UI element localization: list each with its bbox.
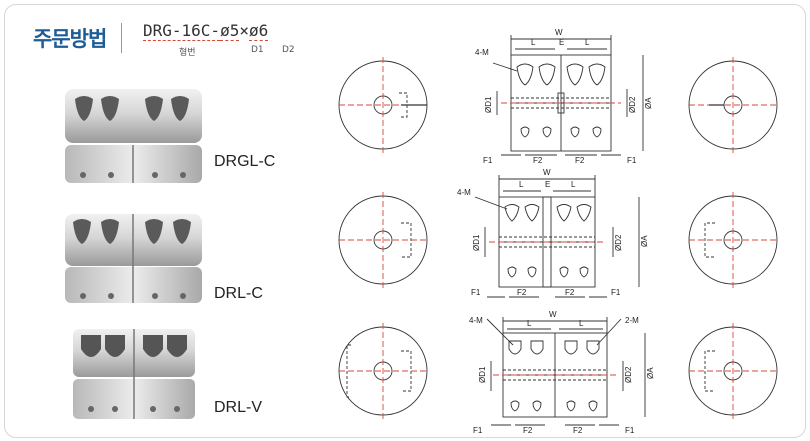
dim-f1-1b: F1 [627,156,637,165]
d2-value: ø6 [248,21,269,41]
dim-d2-3: ØD2 [624,366,633,383]
dim-a-3: ØA [646,367,655,379]
dim-f2-1b: F2 [575,156,585,165]
dim-d1-1: ØD1 [484,96,493,113]
drl-v-photo [73,329,195,419]
dim-m-3a: 4-M [469,316,483,325]
sub-label-d2: D2 [282,45,295,55]
end-view-left-3 [338,323,428,419]
dim-f1-3b: F1 [625,426,635,435]
dim-m-3b: 2-M [625,316,639,325]
drl-c-photo [65,214,202,303]
dim-f2-3a: F2 [523,426,533,435]
front-view-3 [486,317,646,426]
times-sign: × [239,21,249,40]
technical-drawings: W L E L 4-M F1 F2 F2 F1 ØD1 ØD2 ØA W L E… [338,28,778,435]
dim-a-2: ØA [640,235,649,247]
dim-f1-2b: F1 [611,288,621,297]
dim-l-1b: L [585,38,590,47]
end-view-left-2 [338,192,428,288]
order-method-panel: 주문방법 DRG-16C-ø5×ø6 형번 D1 D2 DRGL-C [4,4,806,438]
end-view-right-3 [688,323,778,419]
drgl-c-photo [65,89,202,183]
product-name-drgl-c: DRGL-C [214,153,276,170]
dim-d2-1: ØD2 [628,96,637,113]
product-name-drl-c: DRL-C [214,285,263,302]
dim-m-1: 4-M [475,48,489,57]
dim-f2-1a: F2 [533,156,543,165]
dim-e-2: E [545,180,550,189]
end-view-left-1 [338,57,428,153]
dim-f1-2a: F1 [471,288,481,297]
dim-d2-2: ØD2 [614,234,623,251]
front-view-1 [492,35,644,156]
front-view-2 [474,175,640,298]
dim-l-2b: L [571,180,576,189]
title-divider [121,23,122,53]
sub-label-d1: D1 [251,45,264,55]
end-view-right-2 [688,192,778,288]
dim-m-2: 4-M [457,188,471,197]
dim-w-3: W [549,310,557,319]
order-code: DRG-16C-ø5×ø6 [143,21,269,41]
end-view-right-1 [688,57,778,153]
product-name-drl-v: DRL-V [214,399,263,416]
dim-f2-3b: F2 [573,426,583,435]
dim-e-1: E [559,38,564,47]
dim-d1-2: ØD1 [472,234,481,251]
dim-l-1a: L [531,38,536,47]
dim-f1-1a: F1 [483,156,493,165]
sub-label-model: 형번 [179,48,196,58]
page-title: 주문방법 [33,27,107,51]
dim-a-1: ØA [644,97,653,109]
dim-f2-2a: F2 [517,288,527,297]
dim-f2-2b: F2 [565,288,575,297]
d1-value: ø5 [220,21,240,41]
dim-w-2: W [543,168,551,177]
dim-l-3a: L [527,319,532,328]
model-prefix: DRG-16C- [143,21,221,41]
dim-f1-3a: F1 [473,426,483,435]
dim-d1-3: ØD1 [478,366,487,383]
dim-l-2a: L [519,180,524,189]
dim-l-3b: L [579,319,584,328]
dim-w-1: W [555,28,563,37]
